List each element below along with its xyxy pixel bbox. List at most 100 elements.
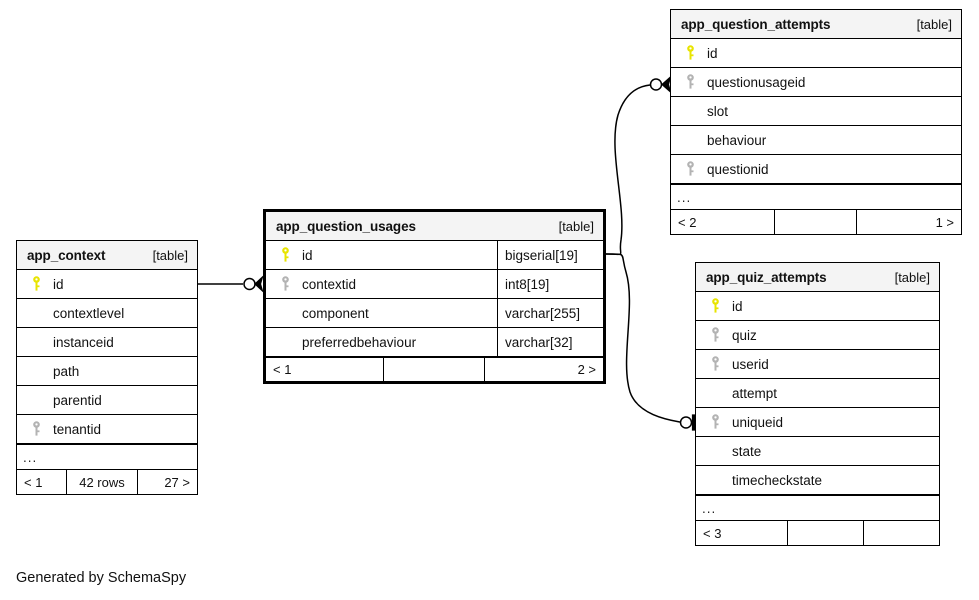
table-app-context[interactable]: app_context [table] id contextleve	[16, 240, 198, 495]
column-cell: path	[17, 357, 197, 385]
column-type: varchar[32]	[497, 328, 603, 356]
table-app-question-attempts[interactable]: app_question_attempts [table] id	[670, 9, 962, 235]
table-row[interactable]: id	[671, 39, 961, 68]
table-row[interactable]: userid	[696, 350, 939, 379]
primary-key-icon	[274, 247, 296, 263]
footer-prev-button[interactable]: < 1	[17, 470, 68, 494]
relationship-context-to-usages	[198, 275, 264, 293]
table-title: app_context	[27, 247, 106, 263]
table-row[interactable]: preferredbehaviour varchar[32]	[266, 328, 603, 357]
table-row[interactable]: contextid int8[19]	[266, 270, 603, 299]
column-cell: component	[266, 299, 497, 327]
table-row[interactable]: slot	[671, 97, 961, 126]
foreign-key-icon	[704, 356, 726, 372]
table-type-tag: [table]	[916, 16, 952, 32]
column-name: id	[707, 45, 718, 61]
column-name: id	[302, 247, 313, 263]
zero-marker-circle	[679, 416, 693, 429]
table-title: app_question_usages	[276, 218, 416, 234]
column-cell: attempt	[696, 379, 939, 407]
table-app-quiz-attempts[interactable]: app_quiz_attempts [table] id	[695, 262, 940, 546]
table-footer: < 1 42 rows 27 >	[17, 470, 197, 494]
table-row[interactable]: attempt	[696, 379, 939, 408]
foreign-key-icon	[704, 414, 726, 430]
table-row[interactable]: state	[696, 437, 939, 466]
table-row[interactable]: parentid	[17, 386, 197, 415]
zero-marker-circle	[243, 277, 256, 291]
table-type-tag: [table]	[558, 218, 594, 234]
table-footer: < 2 1 >	[671, 210, 961, 234]
edge-line	[605, 84, 651, 256]
table-row[interactable]: id	[696, 292, 939, 321]
column-name: id	[53, 276, 64, 292]
foreign-key-icon	[25, 421, 47, 437]
table-row[interactable]: id	[17, 270, 197, 299]
column-type: int8[19]	[497, 270, 603, 298]
table-row[interactable]: component varchar[255]	[266, 299, 603, 328]
column-name: questionid	[707, 161, 769, 177]
relationship-usages-to-question-attempts	[605, 75, 672, 256]
table-header: app_quiz_attempts [table]	[696, 263, 939, 292]
column-name: contextid	[302, 276, 357, 292]
table-title: app_question_attempts	[681, 16, 831, 32]
footer-rowcount	[384, 358, 486, 381]
column-cell: contextid	[266, 270, 497, 298]
generated-by-caption: Generated by SchemaSpy	[16, 570, 187, 586]
table-row[interactable]: behaviour	[671, 126, 961, 155]
column-name: parentid	[53, 392, 102, 408]
table-row[interactable]: contextlevel	[17, 299, 197, 328]
column-name: behaviour	[707, 132, 767, 148]
more-columns-indicator[interactable]: ...	[671, 184, 961, 210]
table-header: app_context [table]	[17, 241, 197, 270]
foreign-key-icon	[704, 327, 726, 343]
table-row[interactable]: timecheckstate	[696, 466, 939, 495]
column-name: tenantid	[53, 421, 102, 437]
footer-next-button[interactable]: 27 >	[164, 474, 190, 490]
column-name: slot	[707, 103, 729, 119]
table-row[interactable]: uniqueid	[696, 408, 939, 437]
column-cell: state	[696, 437, 939, 465]
column-cell: quiz	[696, 321, 939, 349]
table-app-question-usages[interactable]: app_question_usages [table] id bigserial…	[263, 209, 606, 384]
primary-key-icon	[25, 276, 47, 292]
more-columns-indicator[interactable]: ...	[17, 444, 197, 470]
footer-prev-button[interactable]: < 3	[696, 521, 789, 545]
column-name: preferredbehaviour	[302, 334, 417, 350]
column-cell: questionusageid	[671, 68, 961, 96]
column-cell: contextlevel	[17, 299, 197, 327]
table-row[interactable]: path	[17, 357, 197, 386]
column-name: path	[53, 363, 80, 379]
table-row[interactable]: questionid	[671, 155, 961, 184]
column-name: id	[732, 298, 743, 314]
table-type-tag: [table]	[152, 247, 188, 263]
more-columns-indicator[interactable]: ...	[696, 495, 939, 521]
column-name: attempt	[732, 385, 778, 401]
table-row[interactable]: questionusageid	[671, 68, 961, 97]
table-row[interactable]: instanceid	[17, 328, 197, 357]
table-row[interactable]: quiz	[696, 321, 939, 350]
footer-rowcount: 42 rows	[67, 470, 138, 494]
footer-rowcount	[775, 210, 857, 234]
column-name: state	[732, 443, 762, 459]
footer-next-button[interactable]	[864, 521, 939, 545]
column-cell: preferredbehaviour	[266, 328, 497, 356]
table-row[interactable]: tenantid	[17, 415, 197, 444]
footer-next-button[interactable]: 2 >	[577, 362, 596, 377]
column-cell: instanceid	[17, 328, 197, 356]
column-cell: slot	[671, 97, 961, 125]
column-cell: id	[266, 241, 497, 269]
column-cell: id	[17, 270, 197, 298]
footer-next-button[interactable]: 1 >	[935, 214, 954, 230]
footer-prev-button[interactable]: < 1	[266, 358, 384, 381]
primary-key-icon	[704, 298, 726, 314]
column-cell: tenantid	[17, 415, 197, 443]
table-row[interactable]: id bigserial[19]	[266, 241, 603, 270]
table-header: app_question_attempts [table]	[671, 10, 961, 39]
primary-key-icon	[679, 45, 701, 61]
foreign-key-icon	[679, 74, 701, 90]
table-type-tag: [table]	[894, 269, 930, 285]
column-name: userid	[732, 356, 769, 372]
column-cell: behaviour	[671, 126, 961, 154]
footer-prev-button[interactable]: < 2	[671, 210, 776, 234]
footer-rowcount	[788, 521, 864, 545]
